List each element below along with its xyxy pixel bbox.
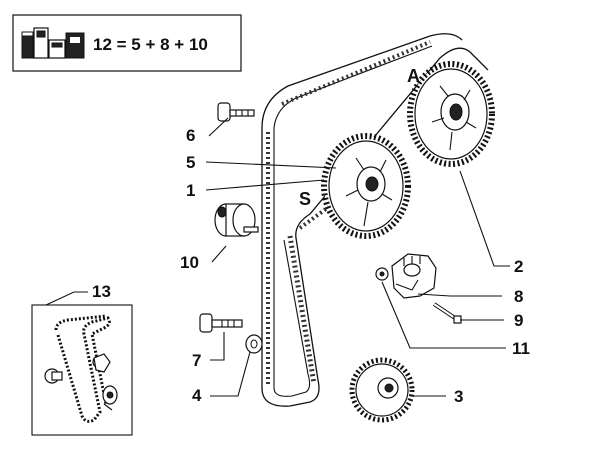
callout-13: 13 [92,282,111,301]
gear-s [321,133,411,239]
callout-1: 1 [186,181,195,200]
nut-11 [375,267,389,281]
belt-tensioner [391,253,437,299]
callout-4: 4 [192,386,202,405]
callout-7: 7 [192,351,201,370]
callout-10: 10 [180,253,199,272]
kit-formula-text: 12 = 5 + 8 + 10 [93,35,208,54]
pin-9 [432,302,462,324]
kit-formula-box: 12 = 5 + 8 + 10 [12,14,242,72]
callout-3: 3 [454,387,463,406]
timing-belt [261,33,489,407]
parts-kit-icon [21,27,85,59]
camshaft-gear-a [407,61,495,167]
callout-11: 11 [512,339,530,358]
callout-2: 2 [514,257,523,276]
callout-5: 5 [186,153,195,172]
gear-letter-a: A [407,66,420,86]
crankshaft-pulley [349,357,415,423]
callout-8: 8 [514,287,523,306]
kit-13-inset [31,304,133,436]
gear-letter-s: S [299,189,311,209]
washer-4 [245,334,263,354]
callout-6: 6 [186,126,195,145]
bolt-6 [217,102,255,122]
callout-9: 9 [514,311,523,330]
bolt-7 [199,313,243,333]
leader-lines [45,117,510,397]
idler-pulley [214,203,259,237]
